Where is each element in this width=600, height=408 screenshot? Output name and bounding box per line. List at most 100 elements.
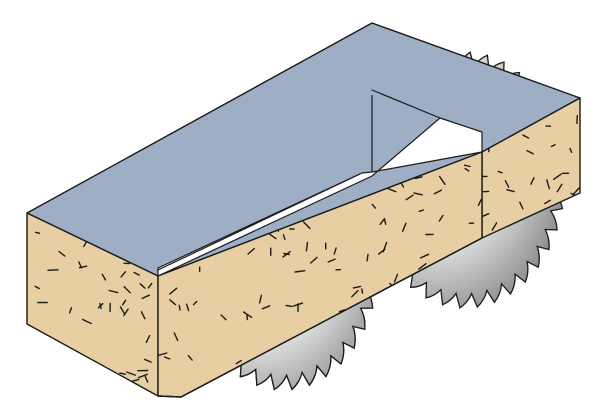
wood-speckle bbox=[282, 234, 286, 241]
wood-speckle bbox=[573, 196, 576, 206]
wood-speckle bbox=[51, 342, 56, 349]
wood-speckle bbox=[405, 194, 414, 201]
wood-speckle bbox=[126, 371, 137, 376]
wood-speckle bbox=[379, 218, 385, 226]
wood-speckle bbox=[497, 170, 503, 174]
wood-speckle bbox=[419, 347, 428, 356]
wood-speckle bbox=[375, 361, 382, 366]
wood-speckle bbox=[371, 203, 377, 209]
wood-speckle bbox=[302, 221, 311, 230]
wood-speckle bbox=[187, 355, 193, 361]
wood-speckle bbox=[258, 294, 263, 304]
wood-speckle bbox=[413, 192, 423, 196]
wood-speckle bbox=[169, 299, 177, 306]
wood-speckle bbox=[30, 349, 37, 358]
wood-speckle bbox=[504, 179, 510, 188]
wood-speckle bbox=[459, 364, 467, 367]
wood-speckle bbox=[433, 311, 442, 313]
wood-speckle bbox=[572, 187, 580, 196]
wood-speckle bbox=[108, 289, 119, 294]
wood-speckle bbox=[247, 247, 255, 255]
wood-speckle bbox=[389, 365, 400, 372]
wood-speckle bbox=[418, 209, 425, 213]
wood-speckle bbox=[106, 371, 114, 374]
wood-speckle bbox=[393, 273, 399, 283]
wood-speckle bbox=[123, 308, 129, 317]
wood-speckle bbox=[307, 389, 310, 397]
wood-speckle bbox=[178, 304, 181, 311]
wood-speckle bbox=[123, 286, 131, 294]
wood-speckle bbox=[438, 175, 446, 186]
wood-speckle bbox=[292, 302, 304, 307]
wood-speckle bbox=[414, 387, 425, 394]
wood-speckle bbox=[519, 201, 524, 210]
wood-speckle bbox=[383, 338, 389, 344]
wood-speckle bbox=[268, 233, 277, 240]
wood-speckle bbox=[119, 306, 126, 315]
wood-speckle bbox=[544, 199, 551, 205]
wood-speckle bbox=[285, 304, 293, 308]
wood-speckle bbox=[104, 380, 116, 383]
wood-speckle bbox=[140, 311, 146, 320]
saw-slot bbox=[157, 89, 483, 277]
block-bottom-edge bbox=[157, 237, 483, 398]
wood-speckle bbox=[220, 314, 227, 321]
wood-speckle bbox=[426, 323, 431, 328]
wood-speckle bbox=[397, 377, 401, 387]
wood-speckle bbox=[355, 330, 365, 335]
wood-speckle bbox=[482, 212, 490, 218]
wood-speckle bbox=[402, 222, 407, 232]
wood-speckle bbox=[68, 307, 73, 314]
wood-speckle bbox=[173, 332, 179, 342]
wood-speckle bbox=[158, 352, 168, 356]
wood-speckle bbox=[414, 176, 423, 180]
wood-speckle bbox=[119, 372, 127, 375]
wood-speckle bbox=[139, 283, 146, 289]
wood-speckle bbox=[97, 302, 104, 309]
wood-speckle bbox=[386, 187, 397, 193]
wood-speckle bbox=[463, 164, 471, 168]
wood-speckle bbox=[261, 305, 271, 310]
wood-speckle bbox=[366, 253, 369, 262]
wood-speckle bbox=[399, 288, 409, 291]
wood-speckle bbox=[294, 270, 306, 273]
wood-speckle bbox=[351, 289, 359, 298]
wood-speckle bbox=[282, 250, 291, 258]
wood-speckle bbox=[491, 222, 498, 231]
wood-speckle bbox=[310, 256, 318, 264]
wood-speckle bbox=[522, 134, 530, 139]
wood-speckle bbox=[418, 263, 427, 270]
wood-speckle bbox=[352, 285, 362, 289]
wood-speckle bbox=[467, 344, 473, 353]
wood-speckle bbox=[169, 287, 178, 295]
wood-speckle bbox=[382, 331, 393, 335]
wood-speckle bbox=[101, 273, 107, 281]
wood-speckle bbox=[379, 369, 386, 374]
wood-speckle bbox=[506, 188, 515, 193]
wood-speckle bbox=[34, 285, 40, 290]
wood-speckle bbox=[120, 271, 127, 278]
wood-speckle bbox=[145, 334, 151, 344]
wood-speckle bbox=[462, 321, 468, 326]
wood-speckle bbox=[443, 311, 450, 321]
wood-speckle bbox=[246, 314, 249, 321]
wood-speckle bbox=[192, 300, 198, 306]
wood-speckle bbox=[430, 315, 434, 322]
wood-speckle bbox=[78, 261, 83, 269]
wood-speckle bbox=[438, 214, 444, 222]
wood-speckle bbox=[332, 365, 341, 370]
wood-speckle bbox=[530, 177, 535, 185]
wood-speckle bbox=[419, 253, 430, 259]
wood-speckle bbox=[333, 247, 337, 255]
wood-speckle bbox=[144, 375, 149, 383]
wood-speckle bbox=[556, 183, 563, 193]
wood-speckle bbox=[34, 231, 41, 235]
wood-speckle bbox=[464, 167, 470, 172]
wood-speckle bbox=[230, 385, 241, 390]
wood-speckle bbox=[185, 303, 190, 312]
wood-speckle bbox=[130, 378, 140, 383]
wood-speckle bbox=[103, 384, 109, 389]
wood-speckle bbox=[27, 378, 30, 385]
